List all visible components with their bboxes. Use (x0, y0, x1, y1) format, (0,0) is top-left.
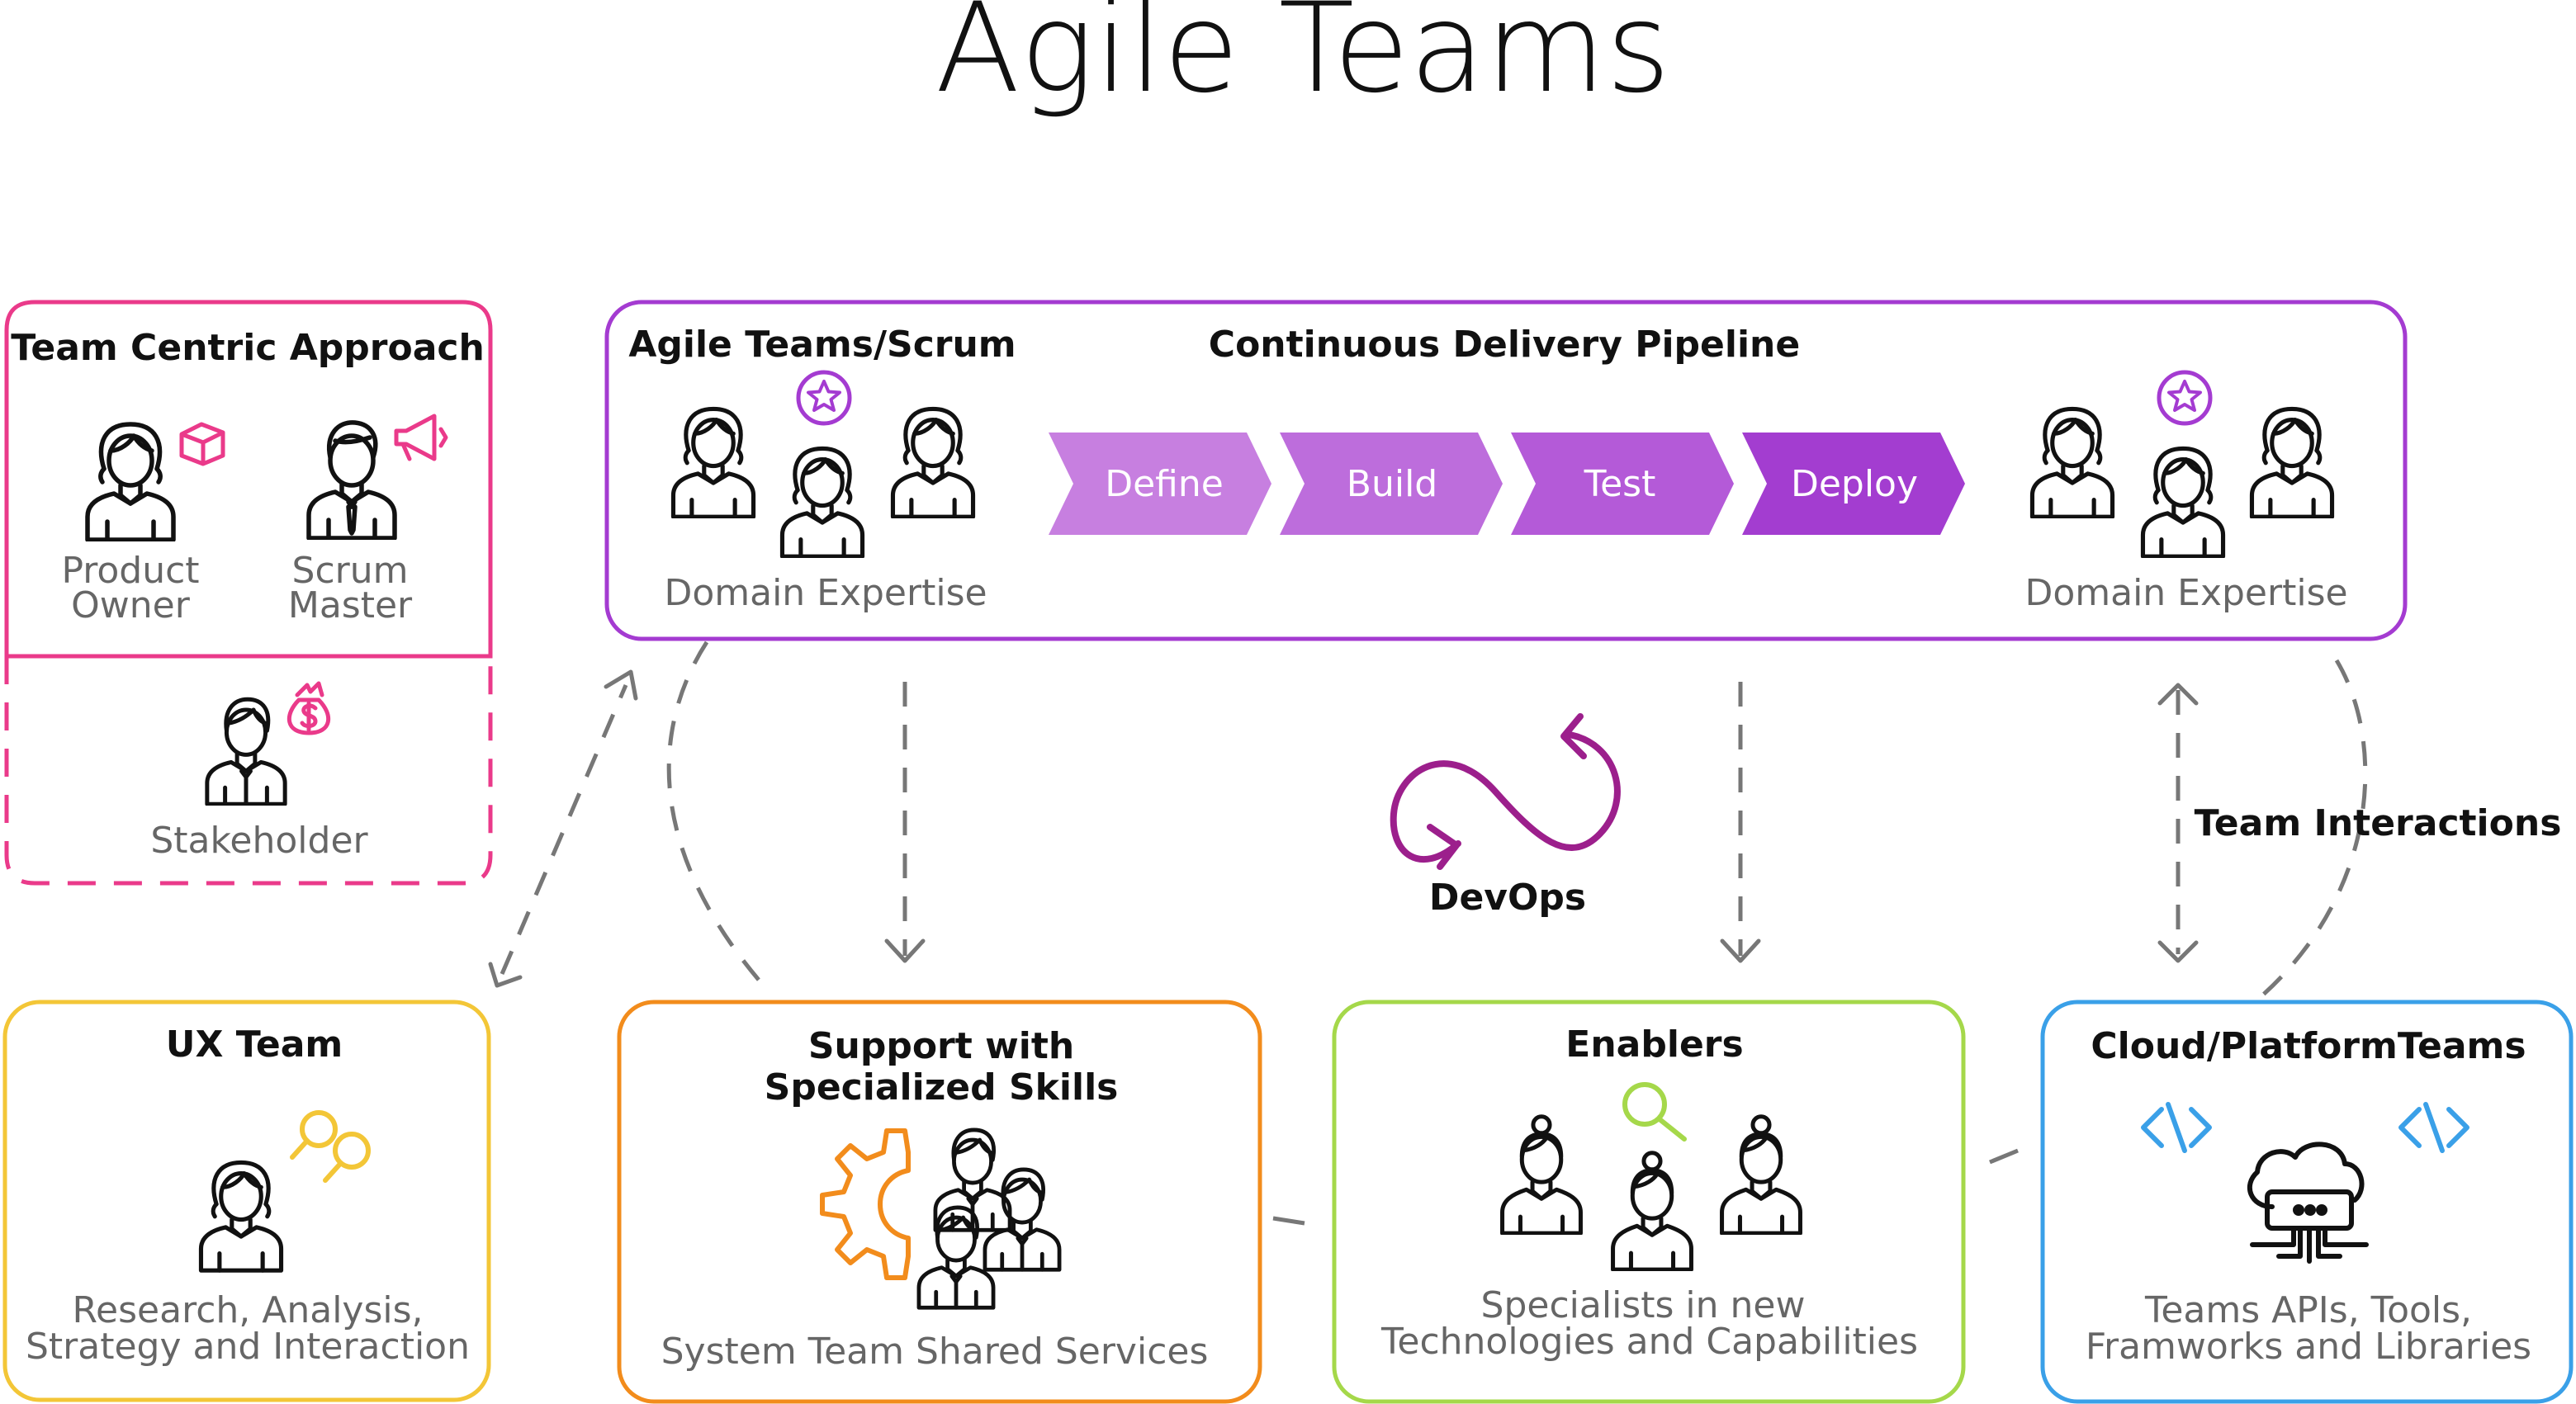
domain-expertise-left: Domain Expertise (664, 572, 987, 614)
cloud-desc-line2: Framworks and Libraries (2086, 1326, 2531, 1368)
pipeline-step-label: Deploy (1791, 463, 1918, 505)
devops-label: DevOps (1429, 877, 1586, 919)
arrowhead (1720, 938, 1761, 963)
pipeline-step-test[interactable]: Test (1511, 433, 1734, 535)
gear-icon (820, 1128, 911, 1280)
cloud-heading: Cloud/PlatformTeams (2091, 1025, 2526, 1067)
team-member-icon (2252, 409, 2332, 517)
code-icon (2141, 1102, 2212, 1153)
enabler-specialist-icon (1613, 1153, 1692, 1269)
cloud-desc-line1: Teams APIs, Tools, (2144, 1289, 2472, 1331)
scrum-master-label-line2: Master (288, 584, 413, 626)
arrowhead (1560, 713, 1587, 759)
team-interactions-label: Team Interactions (2195, 802, 2562, 844)
megaphone-icon (394, 414, 448, 461)
team-lead-icon (2143, 448, 2223, 556)
ux-team-heading: UX Team (166, 1023, 343, 1066)
enablers-desc-line1: Specialists in new (1481, 1284, 1806, 1326)
pipeline-step-define[interactable]: Define (1049, 433, 1271, 535)
scrum-master-label-line1: Scrum (292, 550, 409, 592)
page-title: Agile Teams (935, 0, 1671, 121)
team-centric-border-top (4, 300, 493, 659)
pipeline-step-build[interactable]: Build (1280, 433, 1503, 535)
enablers-border (1332, 1000, 1966, 1404)
connector-agile-support (666, 641, 769, 992)
team-lead-icon (782, 448, 862, 556)
connector-ux-agile (500, 684, 628, 975)
enablers-desc-line2: Technologies and Capabilities (1380, 1321, 1918, 1363)
connector-enablers-cloud (1989, 1148, 2019, 1165)
ux-team-desc-line2: Strategy and Interaction (26, 1326, 470, 1368)
connector-agile-cloud (2261, 659, 2368, 997)
pipeline-step-label: Test (1584, 463, 1656, 505)
support-heading-line2: Specialized Skills (765, 1066, 1119, 1109)
product-owner-icon (88, 424, 173, 540)
enablers-panel: Enablers Specialists in new Technologies… (1332, 1000, 1966, 1404)
enabler-specialist-icon (1503, 1117, 1581, 1233)
code-icon (2398, 1102, 2469, 1153)
ux-team-border (2, 1000, 491, 1402)
pipeline-step-label: Define (1105, 463, 1224, 505)
cloud-server-icon (2247, 1142, 2369, 1264)
arrowhead (604, 669, 638, 701)
arrowhead (1427, 824, 1460, 870)
arrowhead (884, 938, 926, 963)
money-bag-icon (286, 681, 331, 735)
team-centric-panel: Team Centric Approach Product Owner Scru… (4, 300, 493, 886)
stakeholder-border-dashed (4, 656, 493, 886)
support-desc: System Team Shared Services (661, 1331, 1209, 1373)
arrowhead (2157, 683, 2199, 706)
enabler-specialist-icon (1722, 1117, 1801, 1233)
specialist-icon (919, 1208, 993, 1307)
star-badge-icon (2157, 370, 2213, 426)
enablers-heading: Enablers (1565, 1023, 1743, 1066)
magnifier-search-icon (290, 1110, 371, 1183)
arrowhead (2157, 940, 2199, 963)
scrum-master-icon (309, 423, 395, 538)
support-border (617, 1000, 1262, 1404)
cloud-border (2040, 1000, 2574, 1404)
ux-team-desc-line1: Research, Analysis, (72, 1289, 423, 1331)
pipeline-step-deploy[interactable]: Deploy (1742, 433, 1965, 535)
connectors (488, 641, 2368, 1226)
connector-support-enablers (1272, 1216, 1305, 1226)
product-owner-label-line2: Owner (71, 584, 191, 626)
box-icon (179, 422, 225, 466)
arrowhead (488, 962, 523, 988)
support-panel: Support with Specialized Skills System T… (617, 1000, 1262, 1404)
agile-scrum-border (604, 300, 2408, 641)
domain-expertise-right: Domain Expertise (2024, 572, 2347, 614)
pipeline-steps: Define Build Test Deploy (1049, 433, 1965, 535)
team-member-icon (673, 409, 753, 517)
ux-team-panel: UX Team Research, Analysis, Strategy and… (2, 1000, 491, 1402)
support-heading-line1: Support with (808, 1025, 1074, 1067)
stakeholder-label: Stakeholder (150, 820, 368, 862)
team-member-icon (893, 409, 973, 517)
pipeline-step-label: Build (1347, 463, 1437, 505)
search-icon (1622, 1082, 1687, 1142)
product-owner-label-line1: Product (61, 550, 199, 592)
devops-icon (1390, 731, 1621, 863)
ux-designer-icon (201, 1162, 281, 1270)
agile-scrum-heading: Agile Teams/Scrum (628, 324, 1016, 366)
stakeholder-icon (207, 699, 285, 804)
team-centric-heading: Team Centric Approach (11, 327, 485, 369)
pipeline-heading: Continuous Delivery Pipeline (1209, 324, 1800, 366)
cloud-panel: Cloud/PlatformTeams Teams APIs, Tools, F… (2040, 1000, 2574, 1404)
agile-scrum-panel: Agile Teams/Scrum Continuous Delivery Pi… (604, 300, 2408, 641)
star-badge-icon (796, 370, 852, 426)
devops-loop: DevOps (1390, 713, 1621, 919)
specialist-icon (985, 1170, 1059, 1269)
team-member-icon (2032, 409, 2112, 517)
